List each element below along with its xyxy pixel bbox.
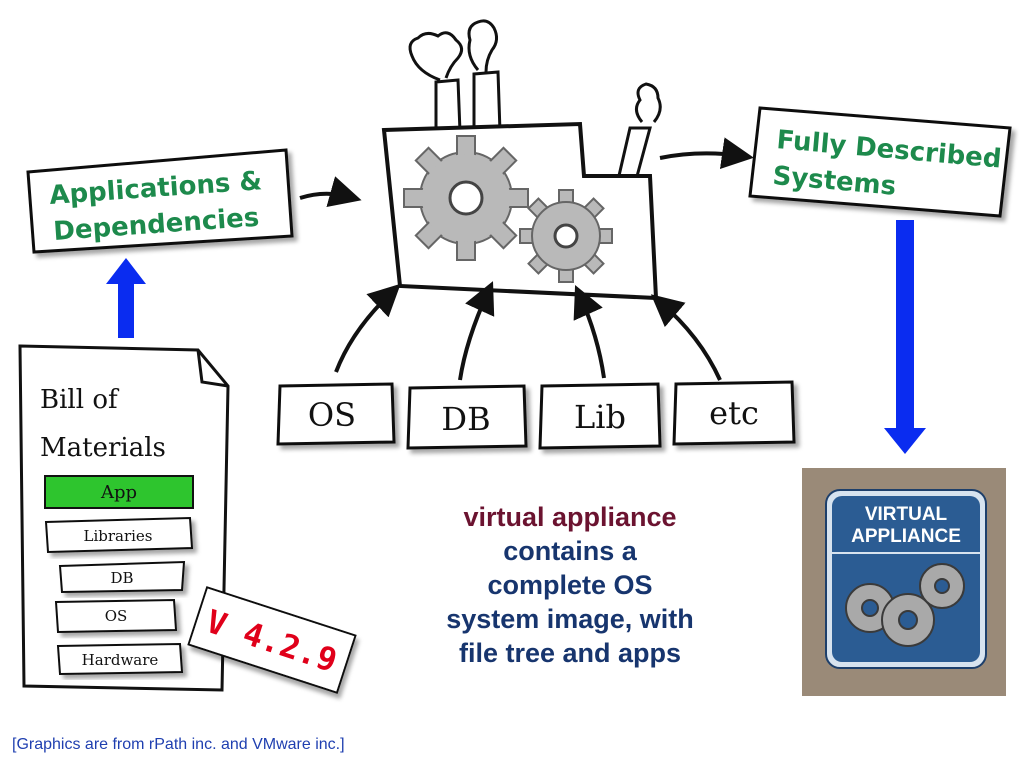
bom-title-line1: Bill of: [40, 385, 120, 415]
bom-item-os: OS: [54, 598, 178, 634]
bom-item-label: Libraries: [83, 527, 152, 545]
virtual-appliance-icon: VIRTUAL APPLIANCE: [802, 468, 1006, 696]
caption-line: complete OS: [487, 570, 653, 600]
arrow-icon: [659, 137, 754, 170]
fully-described-systems-box: [748, 106, 1012, 218]
caption-line: file tree and apps: [458, 638, 682, 668]
gear-icon: [519, 189, 613, 283]
component-etc: etc: [672, 380, 796, 446]
arrow-icon: [334, 283, 401, 373]
caption-highlight: virtual appliance: [463, 502, 677, 532]
appliance-line1: VIRTUAL: [865, 504, 948, 525]
component-label: DB: [441, 400, 490, 438]
bom-item-label: Hardware: [82, 651, 159, 669]
graphics-credit: [Graphics are from rPath inc. and VMware…: [12, 736, 345, 753]
smoke-icon: [635, 82, 662, 123]
bom-item-libraries: Libraries: [44, 516, 194, 554]
component-os: OS: [276, 382, 396, 446]
arrow-icon: [650, 294, 722, 381]
bom-item-hardware: Hardware: [56, 642, 184, 676]
bom-item-label: App: [100, 482, 137, 503]
caption-line: contains a: [503, 536, 637, 566]
smoke-icon: [408, 31, 463, 82]
appliance-caption: virtual appliance contains a complete OS…: [395, 500, 745, 670]
smoke-icon: [467, 19, 499, 73]
component-label: OS: [308, 396, 356, 434]
arrow-icon: [573, 285, 606, 379]
blue-arrow-up: [106, 258, 146, 338]
component-label: Lib: [574, 398, 626, 436]
factory-icon: [381, 19, 662, 301]
bom-item-label: OS: [105, 607, 128, 625]
caption-line: system image, with: [446, 604, 694, 634]
bom-item-label: DB: [110, 569, 133, 587]
arrow-icon: [458, 281, 495, 381]
component-db: DB: [406, 384, 528, 450]
component-lib: Lib: [538, 382, 662, 450]
applications-dependencies-box: [26, 148, 294, 254]
gear-icon: [403, 135, 529, 261]
component-label: etc: [709, 394, 759, 432]
bom-item-db: DB: [58, 560, 186, 594]
blue-arrow-down: [884, 220, 926, 454]
bom-title-line2: Materials: [40, 433, 166, 463]
arrow-icon: [299, 176, 362, 208]
bom-item-app: App: [44, 475, 194, 509]
appliance-line2: APPLIANCE: [851, 526, 961, 547]
